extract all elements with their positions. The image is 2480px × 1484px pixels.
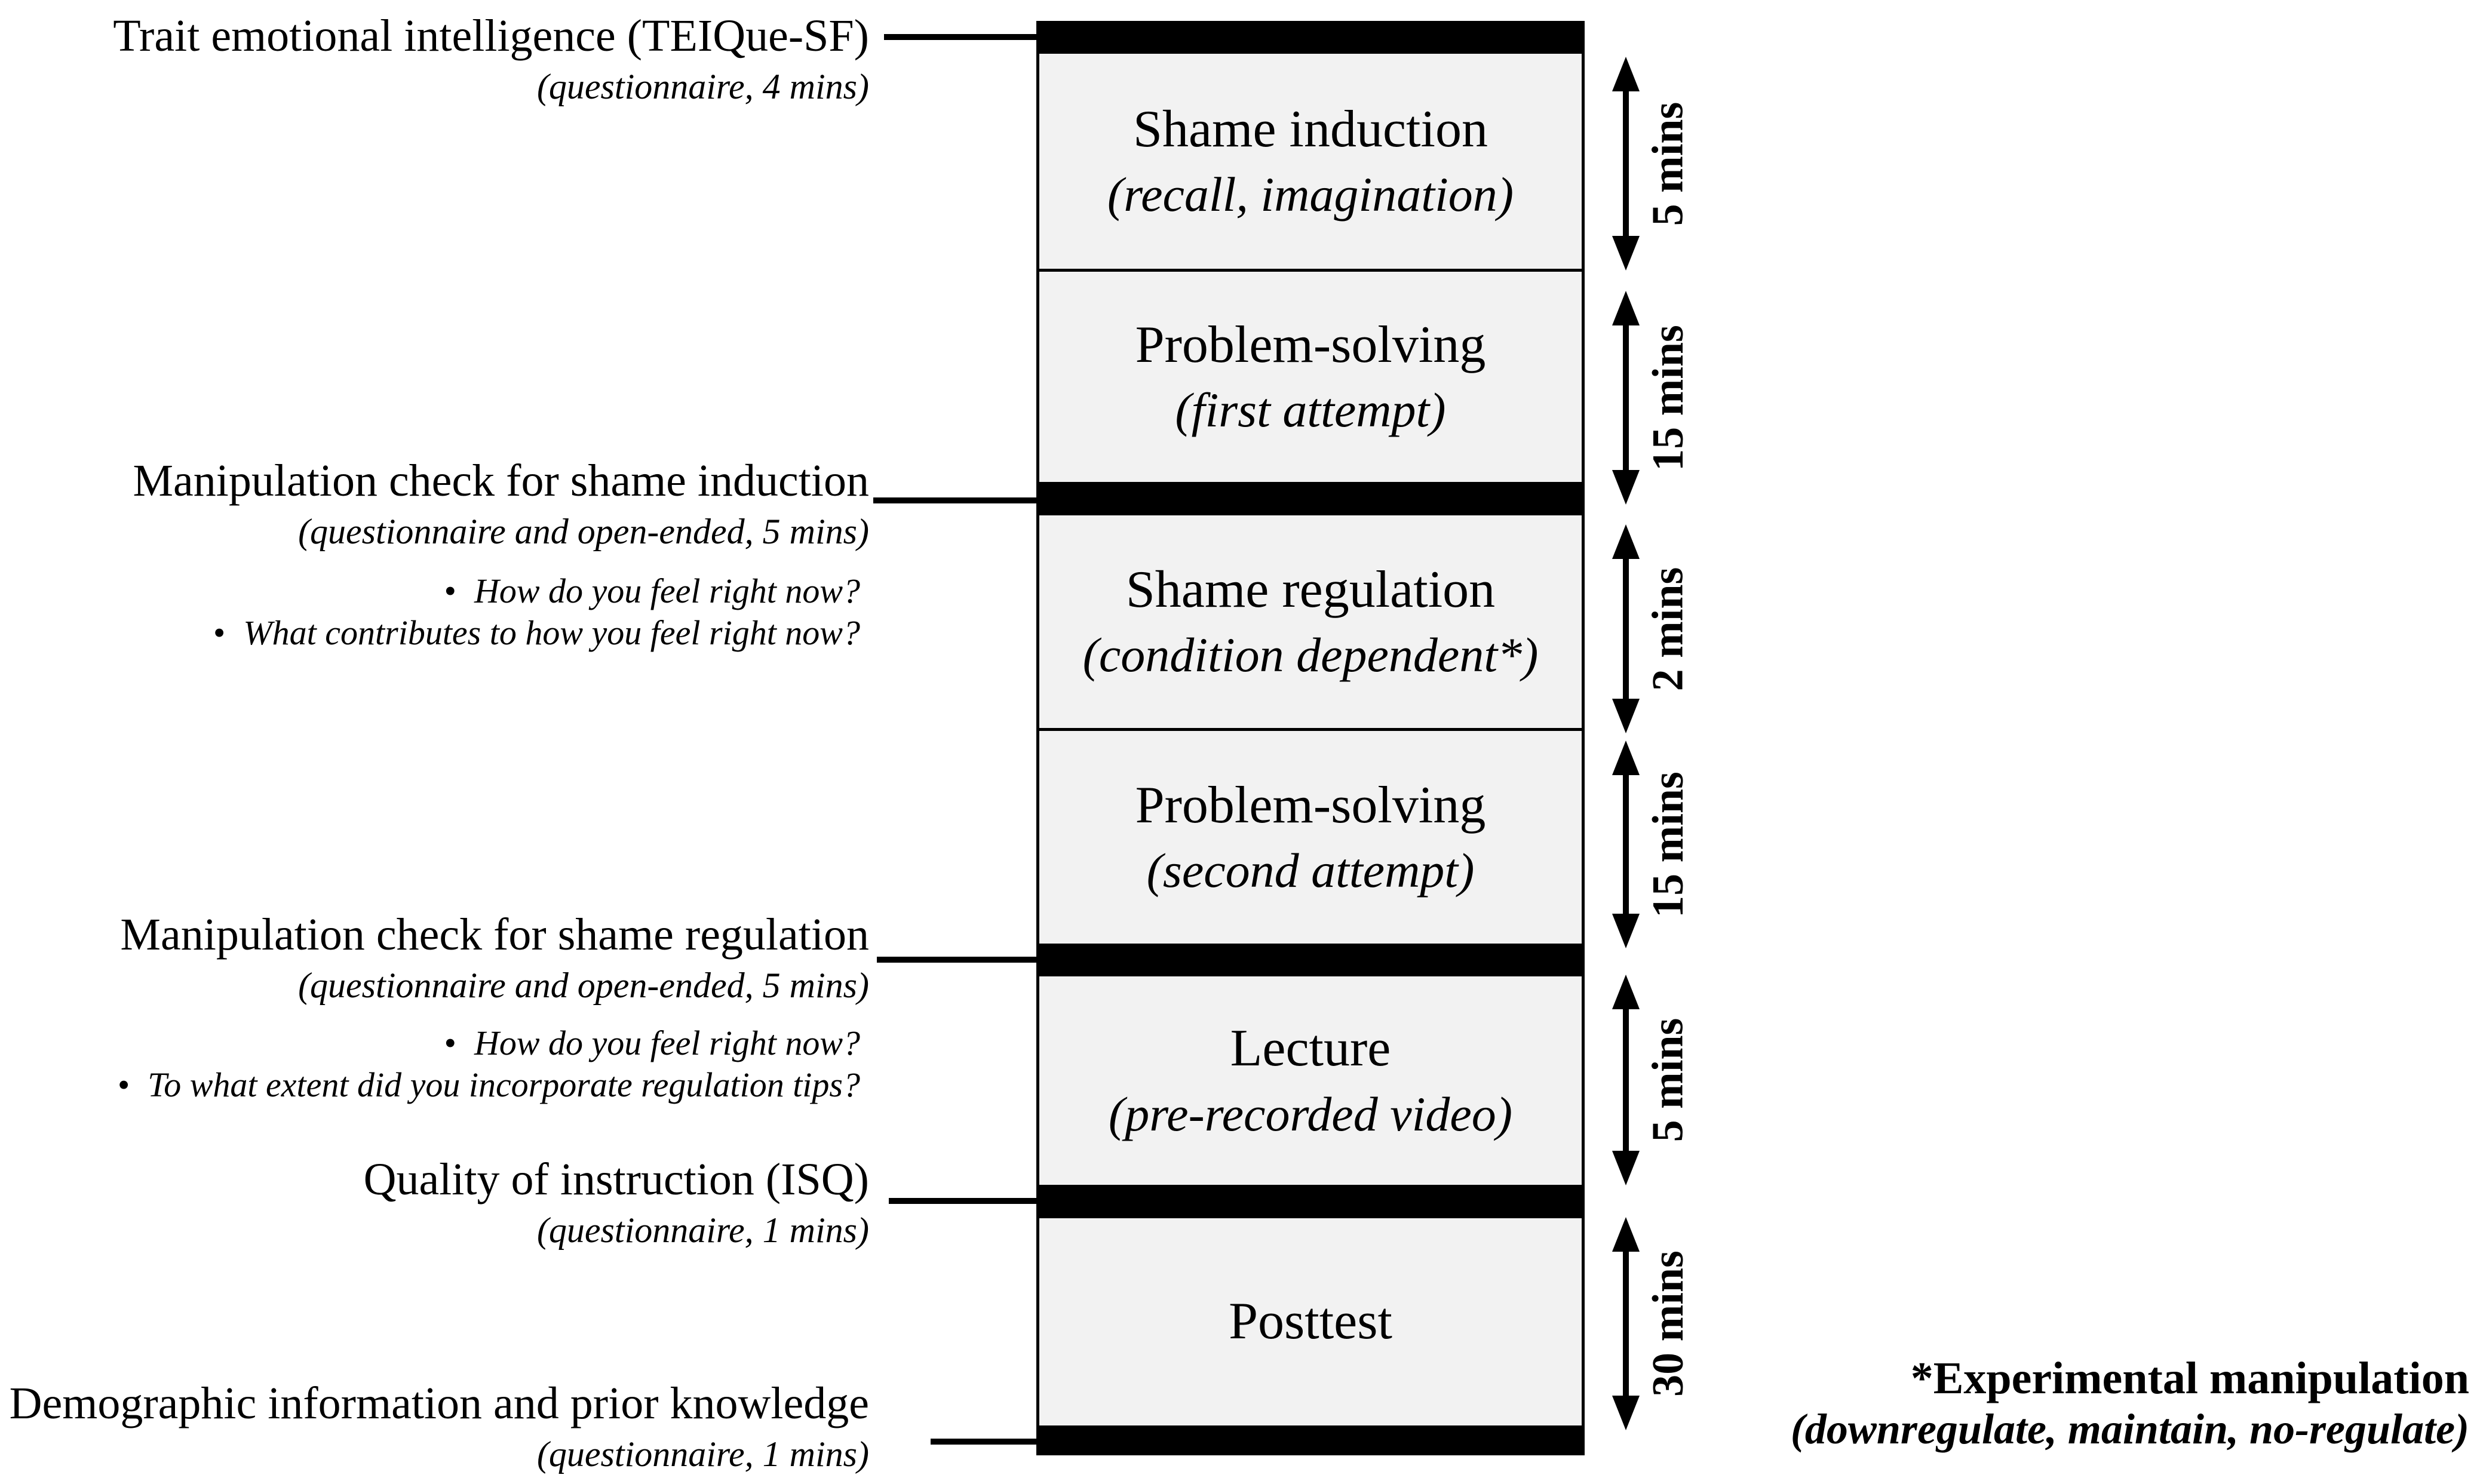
measure-manipulation-check-regulation: Manipulation check for shame regulation … [120,908,869,1009]
stage-box-shame-induction: Shame induction (recall, imagination) [1036,51,1585,272]
arrow-shaft [1623,764,1629,924]
bullet-list-regulation: How do you feel right now? To what exten… [118,1022,860,1106]
bullet-list-induction: How do you feel right now? What contribu… [213,570,860,654]
duration-text: 2 mins [1643,567,1693,691]
measure-demographic-info: Demographic information and prior knowle… [10,1377,869,1477]
duration-arrow-problem-solving-first [1612,291,1640,505]
arrow-shaft [1623,81,1629,247]
measure-detail: (questionnaire, 1 mins) [536,1434,869,1474]
duration-arrow-posttest [1612,1217,1640,1430]
measure-detail: (questionnaire, 1 mins) [536,1210,869,1251]
stage-subtitle: (second attempt) [1146,843,1475,898]
duration-arrow-lecture [1612,975,1640,1185]
duration-text: 15 mins [1643,324,1693,471]
stage-title: Posttest [1229,1292,1392,1351]
measure-detail: (questionnaire and open-ended, 5 mins) [298,512,869,552]
duration-arrow-shame-regulation [1612,524,1640,733]
measure-detail: (questionnaire and open-ended, 5 mins) [298,966,869,1006]
experimental-manipulation-footnote: *Experimental manipulation (downregulate… [1791,1353,2469,1454]
stage-box-shame-regulation: Shame regulation (condition dependent*) [1036,512,1585,731]
connector-line-5 [931,1439,1038,1445]
arrow-down-icon [1612,1151,1640,1185]
stage-subtitle: (condition dependent*) [1082,628,1539,683]
bullet-item: How do you feel right now? [118,1022,860,1064]
stage-title: Problem-solving [1135,315,1486,374]
arrow-shaft [1623,315,1629,481]
stage-box-problem-solving-second: Problem-solving (second attempt) [1036,728,1585,947]
duration-text: 5 mins [1643,102,1693,226]
duration-label-posttest: 30 mins [1635,1217,1701,1430]
bullet-item: How do you feel right now? [213,570,860,612]
arrow-shaft [1623,548,1629,709]
stage-box-problem-solving-first: Problem-solving (first attempt) [1036,269,1585,485]
arrow-down-icon [1612,470,1640,505]
stage-title: Shame induction [1133,100,1488,158]
connector-line-3 [877,957,1038,963]
measure-detail: (questionnaire, 4 mins) [536,67,869,107]
timeline-bar-2 [1036,484,1585,512]
footnote-title: *Experimental manipulation [1910,1353,2469,1403]
stage-box-posttest: Posttest [1036,1215,1585,1428]
stage-box-lecture: Lecture (pre-recorded video) [1036,973,1585,1188]
measure-label: Demographic information and prior knowle… [9,1378,869,1428]
timeline-bar-4 [1036,1187,1585,1215]
connector-line-4 [889,1198,1038,1204]
measure-label: Manipulation check for shame regulation [120,910,869,960]
arrow-down-icon [1612,1396,1640,1430]
measure-label: Manipulation check for shame induction [133,456,869,506]
duration-text: 30 mins [1643,1251,1693,1397]
stage-subtitle: (pre-recorded video) [1108,1086,1513,1141]
arrow-down-icon [1612,236,1640,271]
measure-label: Quality of instruction (ISQ) [363,1154,869,1205]
duration-label-shame-induction: 5 mins [1635,57,1701,271]
duration-arrow-shame-induction [1612,57,1640,271]
timeline-bar-1 [1036,21,1585,51]
measure-trait-ei: Trait emotional intelligence (TEIQue-SF)… [113,9,869,110]
duration-text: 15 mins [1643,771,1693,918]
stage-title: Shame regulation [1125,560,1496,619]
footnote-conditions: (downregulate, maintain, no-regulate) [1790,1405,2469,1454]
measure-manipulation-check-induction: Manipulation check for shame induction (… [133,454,869,555]
timeline-bar-5 [1036,1427,1585,1455]
stage-title: Lecture [1230,1019,1391,1078]
bullet-item: What contributes to how you feel right n… [213,612,860,654]
measure-label: Trait emotional intelligence (TEIQue-SF) [113,11,869,61]
arrow-shaft [1623,1241,1629,1406]
arrow-down-icon [1612,914,1640,948]
measure-quality-of-instruction: Quality of instruction (ISQ) (questionna… [364,1153,869,1253]
arrow-down-icon [1612,699,1640,733]
timeline-bar-3 [1036,945,1585,973]
connector-line-2 [873,497,1038,503]
stage-subtitle: (recall, imagination) [1107,167,1514,222]
duration-arrow-problem-solving-second [1612,741,1640,948]
duration-label-shame-regulation: 2 mins [1635,524,1701,733]
stage-subtitle: (first attempt) [1175,383,1446,438]
connector-line-1 [884,34,1038,40]
duration-label-problem-solving-first: 15 mins [1635,291,1701,505]
duration-text: 5 mins [1643,1018,1693,1142]
stage-title: Problem-solving [1135,776,1486,834]
arrow-shaft [1623,998,1629,1162]
bullet-item: To what extent did you incorporate regul… [118,1064,860,1106]
duration-label-lecture: 5 mins [1635,975,1701,1185]
duration-label-problem-solving-second: 15 mins [1635,741,1701,948]
